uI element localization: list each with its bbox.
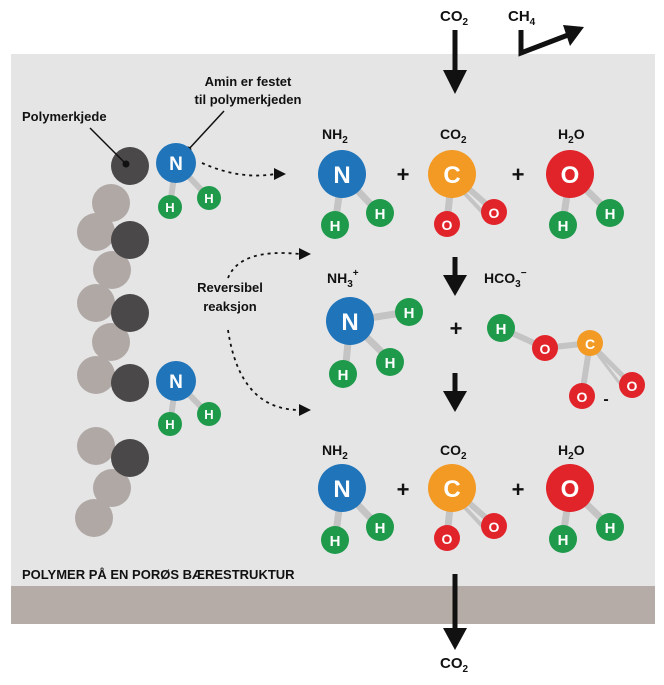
svg-text:H: H <box>558 218 569 235</box>
svg-text:N: N <box>341 309 358 336</box>
svg-text:H: H <box>385 355 396 372</box>
row2-nh3plus-label: NH3+ <box>327 268 359 290</box>
row1-nh2-label: NH2 <box>322 126 348 146</box>
row1-nh2: NH2 N H H <box>318 126 394 239</box>
svg-text:H: H <box>330 218 341 235</box>
dotted-arrowhead-2 <box>299 248 311 260</box>
svg-text:C: C <box>443 162 460 189</box>
row3-nh2-label: NH2 <box>322 442 348 462</box>
row3-co2: CO2 C O O <box>428 442 507 551</box>
amine-attached-label-line2: til polymerkjeden <box>195 92 302 107</box>
svg-text:H: H <box>204 191 213 206</box>
ch4-outflow-arrow <box>518 30 569 57</box>
ch4-outflow: CH4 <box>508 8 584 57</box>
ch4-outflow-arrowhead <box>563 25 584 46</box>
svg-text:O: O <box>442 531 453 547</box>
row2-nh3plus: NH3+ N H H H <box>326 268 423 388</box>
row1-co2-label: CO2 <box>440 126 467 146</box>
svg-text:C: C <box>443 476 460 503</box>
support-structure-label: POLYMER PÅ EN PORØS BÆRESTRUKTUR <box>22 567 295 582</box>
annotation-reversible: Reversibel reaksjon <box>197 280 263 314</box>
amine-attached-label-line1: Amin er festet <box>205 74 292 89</box>
svg-text:H: H <box>605 520 616 537</box>
svg-text:O: O <box>561 476 580 503</box>
polymer-chain-label: Polymerkjede <box>22 109 107 124</box>
svg-text:O: O <box>442 217 453 233</box>
row3-h2o: H2O O H H <box>546 442 624 553</box>
dotted-arrowhead-3 <box>299 404 311 416</box>
row2-plus: + <box>450 316 463 341</box>
row1-h2o: H2O O H H <box>546 126 624 239</box>
svg-text:C: C <box>585 336 595 352</box>
svg-text:H: H <box>330 533 341 550</box>
annotation-polymer-chain: Polymerkjede <box>22 109 130 168</box>
svg-text:O: O <box>489 205 500 221</box>
svg-text:N: N <box>333 476 350 503</box>
co2-inflow: CO2 <box>440 8 469 94</box>
row3-plus-2: + <box>512 477 525 502</box>
row3-nh2: NH2 N H H <box>318 442 394 554</box>
svg-text:H: H <box>404 305 415 322</box>
hco3-minus-charge: - <box>603 391 608 408</box>
co2-outflow-label: CO2 <box>440 655 469 675</box>
row3-h2o-label: H2O <box>558 442 585 462</box>
co2-inflow-arrowhead <box>443 70 467 94</box>
row3-plus-1: + <box>397 477 410 502</box>
co2-inflow-label: CO2 <box>440 8 469 28</box>
reversible-label-line1: Reversibel <box>197 280 263 295</box>
annotation-amine-attached: Amin er festet til polymerkjeden <box>184 74 302 154</box>
reversible-label-line2: reaksjon <box>203 299 257 314</box>
ch4-outflow-label: CH4 <box>508 8 536 28</box>
dotted-arrows <box>201 162 301 411</box>
polymer-chain <box>75 147 149 537</box>
porous-support-bar <box>11 586 655 624</box>
row2-hco3minus: HCO3− H O C O O - <box>484 268 645 409</box>
svg-text:H: H <box>496 321 507 338</box>
attached-amine-top: N H H <box>156 143 221 219</box>
attached-amine-bottom: N H H <box>156 361 221 436</box>
svg-text:O: O <box>577 389 588 405</box>
row1-h2o-label: H2O <box>558 126 585 146</box>
svg-text:H: H <box>204 407 213 422</box>
svg-text:N: N <box>169 154 183 175</box>
svg-text:O: O <box>540 341 551 357</box>
svg-text:H: H <box>375 206 386 223</box>
reaction-arrow-1 <box>443 257 467 296</box>
svg-text:H: H <box>165 417 174 432</box>
row1-co2: CO2 C O O <box>428 126 507 237</box>
svg-text:H: H <box>375 520 386 537</box>
row2-hco3minus-label: HCO3− <box>484 268 527 290</box>
dotted-arrowhead-1 <box>274 168 286 180</box>
svg-text:N: N <box>169 372 183 393</box>
row1-plus-2: + <box>512 162 525 187</box>
row1-plus-1: + <box>397 162 410 187</box>
svg-text:H: H <box>165 200 174 215</box>
svg-text:H: H <box>338 367 349 384</box>
co2-outflow: CO2 <box>440 574 469 675</box>
svg-text:O: O <box>489 519 500 535</box>
svg-text:O: O <box>561 162 580 189</box>
svg-text:H: H <box>605 206 616 223</box>
row3-co2-label: CO2 <box>440 442 467 462</box>
svg-text:H: H <box>558 532 569 549</box>
svg-text:O: O <box>627 378 638 394</box>
svg-text:N: N <box>333 162 350 189</box>
reaction-arrow-2 <box>443 373 467 412</box>
